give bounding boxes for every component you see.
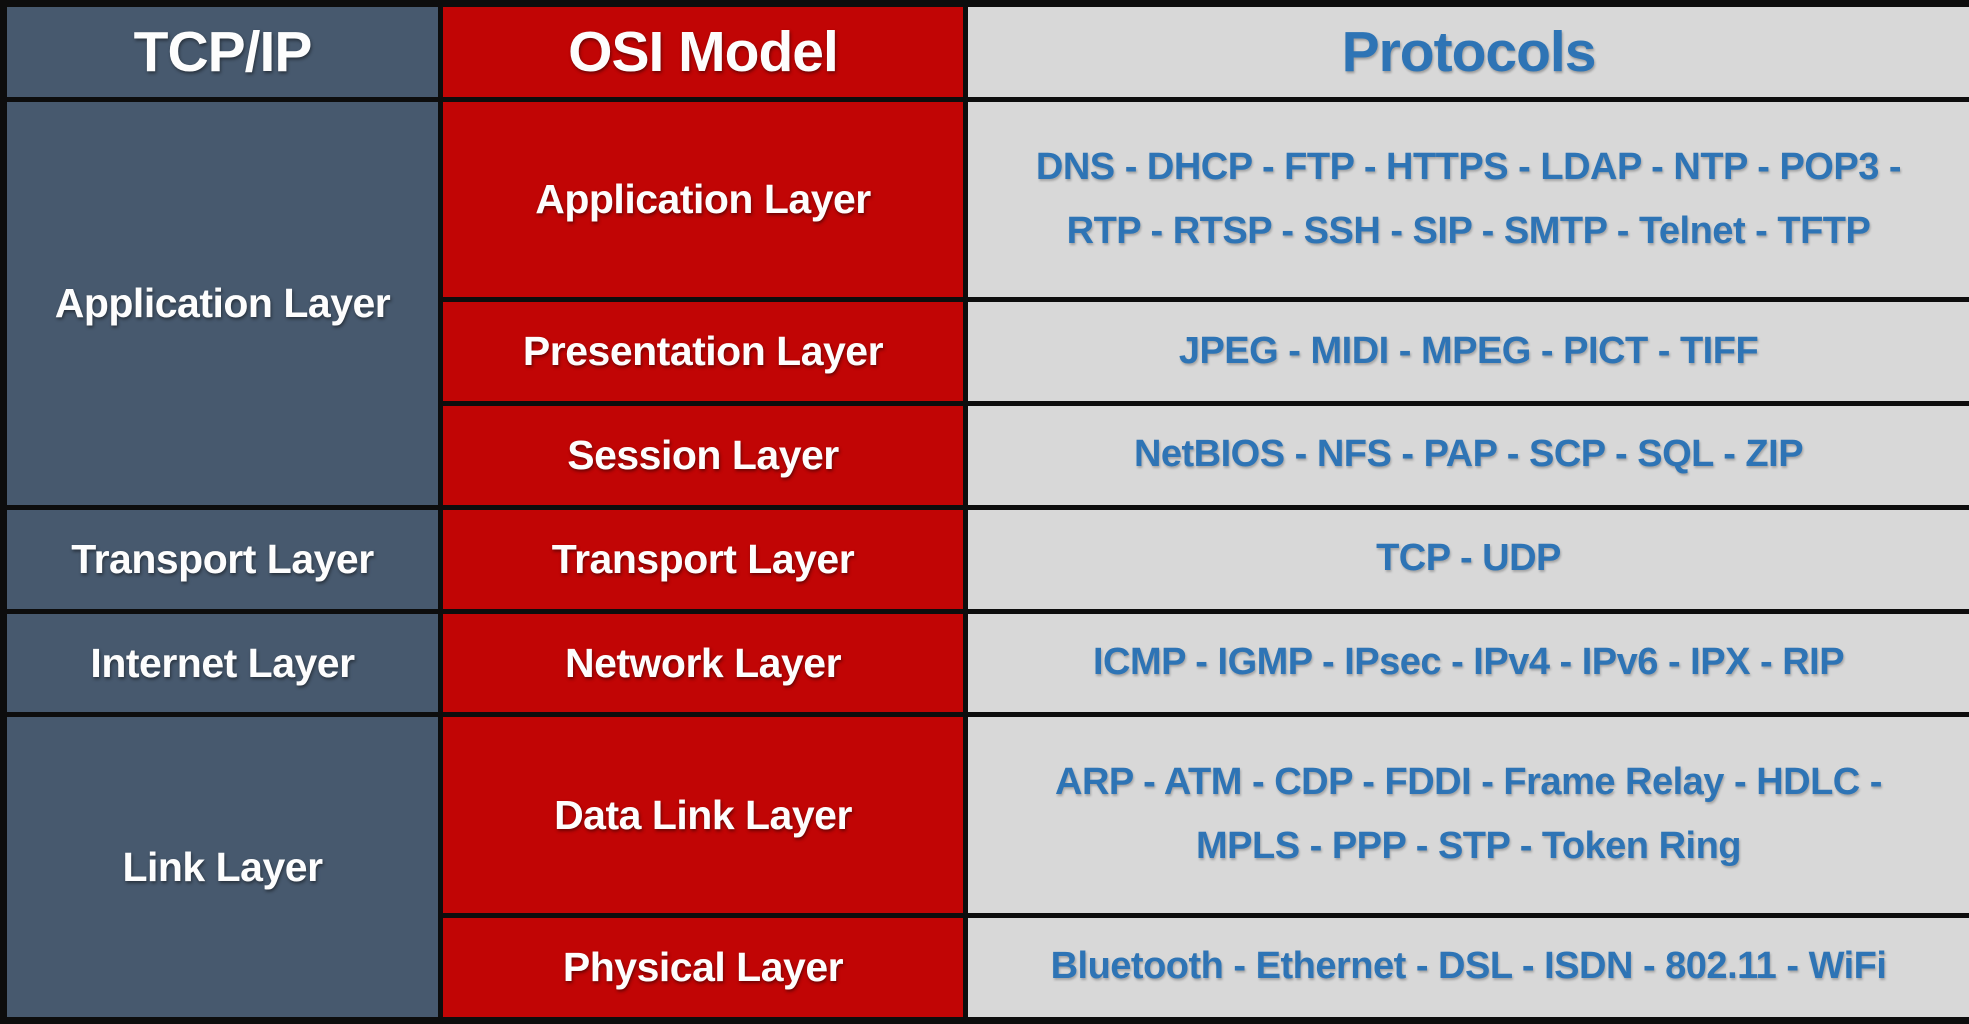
tcpip-cell-transport-layer: Transport Layer	[1, 504, 443, 614]
osi-cell-presentation-layer: Presentation Layer	[438, 297, 968, 406]
osi-cell-data-link-layer: Data Link Layer	[438, 712, 968, 918]
column-header-protocols: Protocols	[963, 1, 1969, 102]
osi-cell-application-layer: Application Layer	[438, 96, 968, 303]
osi-cell-session-layer: Session Layer	[438, 400, 968, 510]
table-row-presentation: Presentation Layer JPEG - MIDI - MPEG - …	[4, 297, 1969, 406]
protocols-cell-physical: Bluetooth - Ethernet - DSL - ISDN - 802.…	[963, 912, 1969, 1024]
protocols-cell-data-link: ARP - ATM - CDP - FDDI - Frame Relay - H…	[963, 712, 1969, 918]
osi-cell-physical-layer: Physical Layer	[438, 912, 968, 1024]
column-header-tcpip: TCP/IP	[1, 1, 443, 102]
tcpip-cell-link-layer: Link Layer	[1, 712, 443, 1023]
table-row-network: Internet Layer Network Layer ICMP - IGMP…	[1, 608, 1969, 718]
column-header-osi-model: OSI Model	[438, 1, 968, 102]
protocols-cell-network: ICMP - IGMP - IPsec - IPv4 - IPv6 - IPX …	[963, 608, 1969, 718]
tcpip-cell-internet-layer: Internet Layer	[1, 608, 443, 718]
header-row: TCP/IP OSI Model Protocols	[1, 1, 1969, 102]
protocols-cell-application: DNS - DHCP - FTP - HTTPS - LDAP - NTP - …	[963, 96, 1969, 303]
table-row-data-link: Link Layer Data Link Layer ARP - ATM - C…	[1, 712, 1969, 1023]
protocols-cell-presentation: JPEG - MIDI - MPEG - PICT - TIFF	[963, 297, 1969, 406]
table-row-physical: Physical Layer Bluetooth - Ethernet - DS…	[4, 912, 1969, 1024]
table-row-session: Session Layer NetBIOS - NFS - PAP - SCP …	[4, 400, 1969, 510]
protocols-cell-session: NetBIOS - NFS - PAP - SCP - SQL - ZIP	[963, 400, 1969, 510]
osi-cell-transport-layer: Transport Layer	[438, 504, 968, 614]
tcpip-cell-application-layer: Application Layer	[1, 97, 443, 510]
protocols-cell-transport: TCP - UDP	[963, 504, 1969, 614]
table-row-application: Application Layer Application Layer DNS …	[1, 96, 1969, 510]
table-row-transport: Transport Layer Transport Layer TCP - UD…	[1, 504, 1969, 614]
osi-cell-network-layer: Network Layer	[438, 608, 968, 718]
